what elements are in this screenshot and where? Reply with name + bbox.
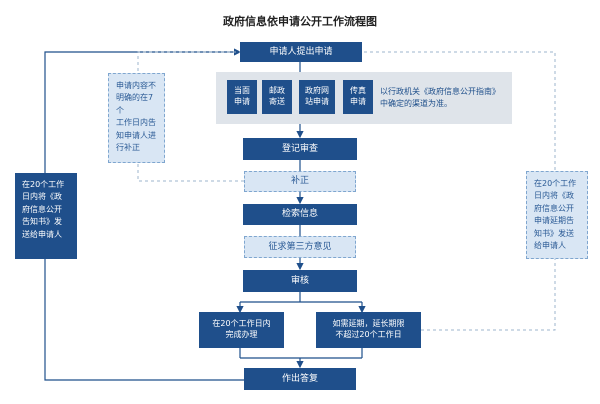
step-register: 登记审查 [243,138,357,160]
channel-fax: 传真 申请 [343,80,373,114]
channel-post: 邮政 寄送 [262,80,292,114]
step-extension: 如需延期，延长期限 不超过20个工作日 [316,312,421,348]
step-review: 审核 [243,270,357,292]
channel-note: 以行政机关《政府信息公开指南》 中确定的渠道为准。 [380,87,500,108]
page-title: 政府信息依申请公开工作流程图 [223,15,377,28]
channel-website: 政府网 站申请 [299,80,335,114]
step-search: 检索信息 [243,204,357,225]
step-reply: 作出答复 [244,368,356,390]
note-extension-notice: 在20个工作 日内将《政 府信息公开 申请延期告 知书》发送 给申请人 [526,171,588,259]
step-within-20-days: 在20个工作日内 完成办理 [199,312,284,348]
note-disclosure-notice: 在20个工作 日内将《政 府信息公开 告知书》发 送给申请人 [15,173,77,259]
note-correction-7-days: 申请内容不 明确的在7个 工作日内告 知申请人进 行补正 [108,73,165,163]
step-correction: 补正 [244,171,356,192]
step-submit: 申请人提出申请 [240,42,362,62]
channel-in-person: 当面 申请 [227,80,257,114]
step-third-party: 征求第三方意见 [244,236,356,258]
